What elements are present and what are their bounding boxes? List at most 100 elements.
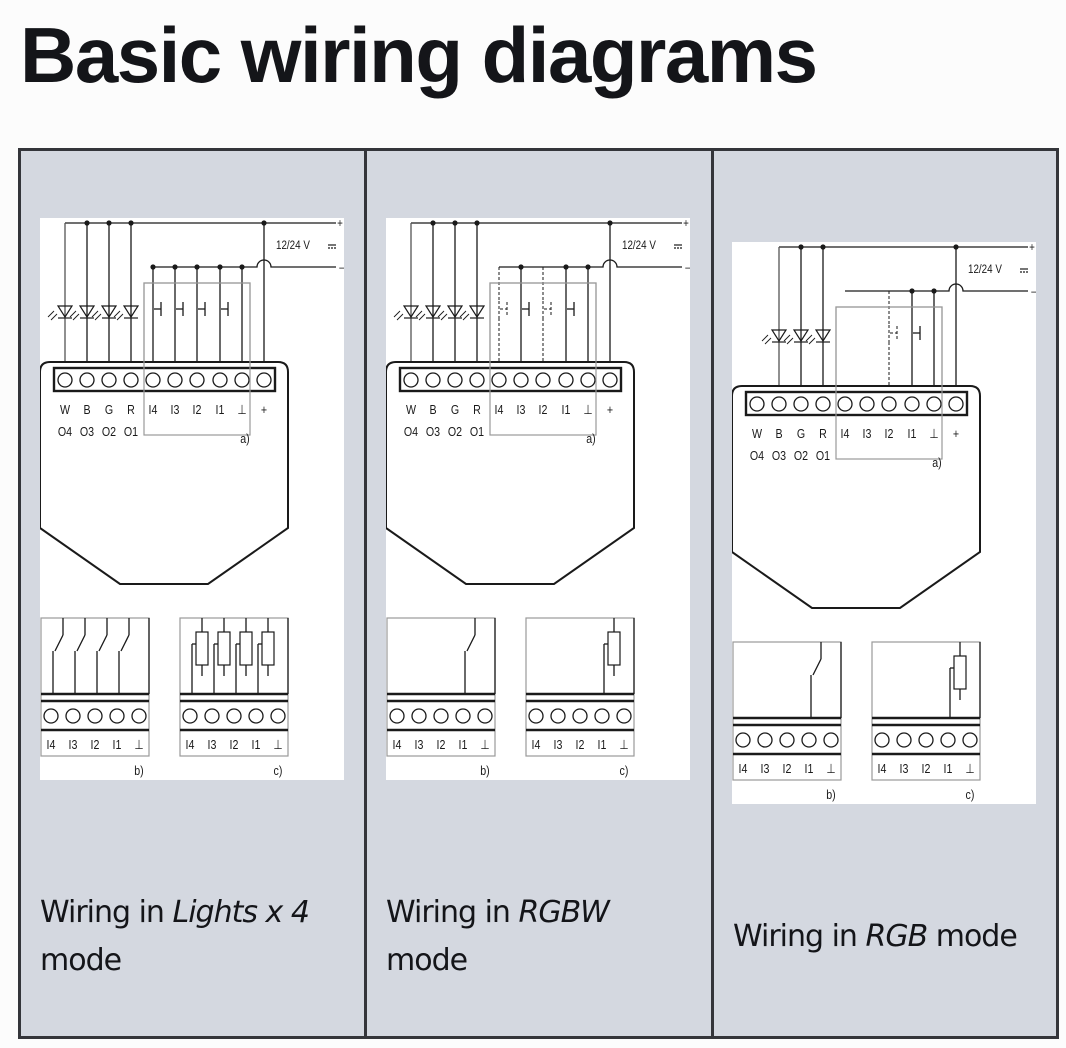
terminal-screw bbox=[528, 708, 544, 724]
junction-dot bbox=[194, 264, 200, 270]
terminal-label: I4 bbox=[393, 737, 402, 752]
terminal-screw bbox=[896, 732, 912, 748]
terminal-screw bbox=[87, 708, 103, 724]
diagram-svg: +–12/24 VWBGRI4I3I2I1⊥+O4O3O2O1a)I4I3I2I… bbox=[386, 218, 690, 778]
optional-switch-icon bbox=[498, 267, 508, 362]
push-button-icon bbox=[152, 267, 162, 362]
terminal-label: I2 bbox=[885, 426, 894, 441]
page-title: Basic wiring diagrams bbox=[20, 11, 818, 99]
negative-rail bbox=[845, 283, 1028, 292]
terminal-label: I1 bbox=[562, 402, 571, 417]
detail-frame bbox=[732, 641, 842, 781]
terminal-screw bbox=[572, 708, 588, 724]
terminal-label: I2 bbox=[193, 402, 202, 417]
led-ray bbox=[808, 337, 816, 345]
junction-dot bbox=[430, 220, 436, 226]
terminal-label: ⊥ bbox=[965, 761, 974, 776]
led-triangle bbox=[100, 305, 118, 319]
terminal-label: W bbox=[60, 402, 71, 417]
terminal-screw bbox=[403, 372, 419, 388]
led-ray bbox=[440, 313, 448, 321]
switch-blade bbox=[120, 634, 130, 652]
output-label: O4 bbox=[404, 424, 419, 439]
potentiometer-body bbox=[607, 631, 621, 666]
led-triangle bbox=[770, 329, 788, 343]
terminal-screw bbox=[469, 372, 485, 388]
terminal-label: ⊥ bbox=[826, 761, 835, 776]
sub-diagram-label: c) bbox=[966, 787, 975, 802]
diagram-svg: +–12/24 VWBGRI4I3I2I1⊥+O4O3O2O1a)I4I3I2I… bbox=[732, 242, 1036, 802]
led-icon bbox=[805, 329, 832, 345]
terminal-label: I1 bbox=[252, 737, 261, 752]
output-label: O2 bbox=[448, 424, 462, 439]
terminal-label: I2 bbox=[230, 737, 239, 752]
terminal-screw bbox=[425, 372, 441, 388]
device-body bbox=[386, 361, 635, 585]
terminal-label: ⊥ bbox=[480, 737, 489, 752]
led-triangle bbox=[792, 329, 810, 343]
terminal-screw bbox=[101, 372, 117, 388]
switch-blade bbox=[466, 634, 476, 652]
terminal-label: B bbox=[83, 402, 90, 417]
terminal-label: R bbox=[473, 402, 481, 417]
led-ray bbox=[786, 337, 794, 345]
caption-prefix: Wiring in bbox=[386, 895, 519, 930]
terminal-screw bbox=[918, 732, 934, 748]
terminal-label: G bbox=[451, 402, 459, 417]
terminal-screw bbox=[881, 396, 897, 412]
negative-rail bbox=[153, 259, 336, 268]
led-triangle bbox=[814, 329, 832, 343]
terminal-label: I2 bbox=[922, 761, 931, 776]
terminal-label: I4 bbox=[47, 737, 56, 752]
terminal-screw bbox=[594, 708, 610, 724]
detail-frame bbox=[386, 617, 496, 757]
led-ray bbox=[437, 310, 445, 318]
led-icon bbox=[113, 305, 140, 321]
terminal-label: I1 bbox=[598, 737, 607, 752]
terminal-screw bbox=[940, 732, 956, 748]
terminal-label: G bbox=[105, 402, 113, 417]
terminal-screw bbox=[167, 372, 183, 388]
terminal-label: R bbox=[819, 426, 827, 441]
junction-dot bbox=[563, 264, 569, 270]
led-triangle bbox=[468, 305, 486, 319]
terminal-screw bbox=[43, 708, 59, 724]
inputs-highlight-box bbox=[143, 282, 251, 436]
junction-dot bbox=[474, 220, 480, 226]
terminal-label: I3 bbox=[171, 402, 180, 417]
sub-diagram-label: c) bbox=[274, 763, 283, 778]
terminal-label: I3 bbox=[517, 402, 526, 417]
negative-rail bbox=[499, 259, 682, 268]
wiring-diagram-lights-x4: +–12/24 VWBGRI4I3I2I1⊥+O4O3O2O1a)I4I3I2I… bbox=[40, 218, 344, 780]
led-ray bbox=[47, 310, 55, 318]
terminal-label: ⊥ bbox=[273, 737, 282, 752]
terminal-label: I3 bbox=[863, 426, 872, 441]
panel-rgb: +–12/24 VWBGRI4I3I2I1⊥+O4O3O2O1a)I4I3I2I… bbox=[711, 151, 1056, 1036]
plus-sign-label: + bbox=[683, 218, 689, 230]
terminal-screw bbox=[859, 396, 875, 412]
caption-mode: Lights x 4 bbox=[172, 895, 310, 930]
wiring-diagram-rgb: +–12/24 VWBGRI4I3I2I1⊥+O4O3O2O1a)I4I3I2I… bbox=[732, 242, 1036, 804]
push-button-icon bbox=[174, 267, 184, 362]
terminal-label: I1 bbox=[908, 426, 917, 441]
terminal-screw bbox=[182, 708, 198, 724]
led-ray bbox=[761, 334, 769, 342]
terminal-label: I3 bbox=[900, 761, 909, 776]
wiring-diagrams-table: +–12/24 VWBGRI4I3I2I1⊥+O4O3O2O1a)I4I3I2I… bbox=[18, 148, 1059, 1039]
output-label: O1 bbox=[816, 448, 831, 463]
terminal-label: ⊥ bbox=[583, 402, 592, 417]
terminal-label: I4 bbox=[739, 761, 748, 776]
terminal-screw bbox=[904, 396, 920, 412]
caption-mode: RGB bbox=[865, 919, 929, 954]
led-ray bbox=[418, 313, 426, 321]
junction-dot bbox=[106, 220, 112, 226]
terminal-screw bbox=[226, 708, 242, 724]
terminal-label: + bbox=[953, 426, 959, 441]
junction-dot bbox=[798, 244, 804, 250]
terminal-label: I3 bbox=[415, 737, 424, 752]
terminal-strip bbox=[398, 366, 623, 393]
terminal-screw bbox=[389, 708, 405, 724]
panel-lights-x4: +–12/24 VWBGRI4I3I2I1⊥+O4O3O2O1a)I4I3I2I… bbox=[21, 151, 364, 1036]
